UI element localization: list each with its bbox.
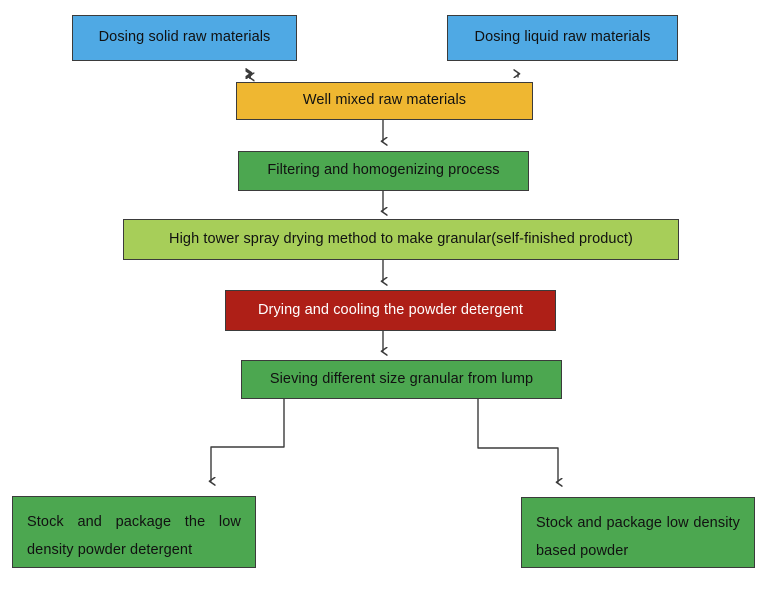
node-label: High tower spray drying method to make g… <box>169 230 633 247</box>
node-drying-cooling[interactable]: Drying and cooling the powder detergent <box>225 290 556 331</box>
node-label: Dosing solid raw materials <box>98 29 271 46</box>
connector-sieving-stock-right <box>477 398 558 482</box>
node-label: Well mixed raw materials <box>302 92 467 109</box>
connector-sieving-stock-left <box>211 398 285 481</box>
node-label: Stock and package low density based powd… <box>536 515 740 559</box>
node-dosing-solid[interactable]: Dosing solid raw materials <box>72 15 297 61</box>
node-label: Filtering and homogenizing process <box>267 162 500 179</box>
node-stock-right[interactable]: Stock and package low density based powd… <box>521 497 755 568</box>
node-sieving[interactable]: Sieving different size granular from lum… <box>241 360 562 399</box>
node-stock-left[interactable]: Stock and package the low density powder… <box>12 496 256 568</box>
node-label: Stock and package the low density powder… <box>27 514 241 558</box>
node-label: Dosing liquid raw materials <box>474 29 651 46</box>
node-high-tower[interactable]: High tower spray drying method to make g… <box>123 219 679 260</box>
node-well-mixed[interactable]: Well mixed raw materials <box>236 82 533 120</box>
node-filtering[interactable]: Filtering and homogenizing process <box>238 151 529 191</box>
node-dosing-liquid[interactable]: Dosing liquid raw materials <box>447 15 678 61</box>
node-label: Drying and cooling the powder detergent <box>257 301 524 318</box>
node-label: Sieving different size granular from lum… <box>269 370 534 387</box>
